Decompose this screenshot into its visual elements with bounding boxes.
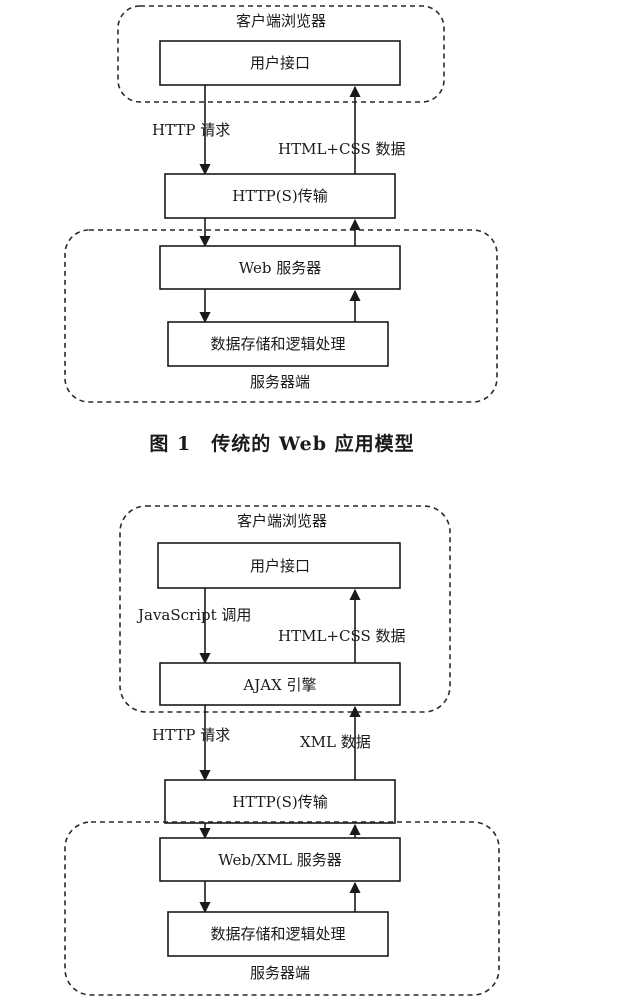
http-request-label-1: HTTP 请求 bbox=[152, 121, 230, 139]
figure-1: 客户端浏览器 用户接口 HTTP 请求 HTML+CSS 数据 HTTP(S)传… bbox=[64, 5, 498, 455]
user-interface-box-2 bbox=[157, 542, 401, 589]
user-interface-label-1: 用户接口 bbox=[250, 54, 310, 72]
web-server-box-1 bbox=[159, 245, 401, 290]
client-browser-group-2 bbox=[119, 505, 451, 713]
server-group-2 bbox=[64, 821, 500, 996]
ajax-engine-box-2 bbox=[159, 662, 401, 706]
transport-label-2: HTTP(S)传输 bbox=[232, 793, 327, 811]
storage-logic-box-1 bbox=[167, 321, 389, 367]
user-interface-label-2: 用户接口 bbox=[250, 557, 310, 575]
html-css-data-label-2: HTML+CSS 数据 bbox=[278, 627, 406, 645]
server-group-1 bbox=[64, 229, 498, 403]
web-server-label-1: Web 服务器 bbox=[239, 259, 321, 277]
transport-box-2 bbox=[164, 779, 396, 824]
storage-logic-label-1: 数据存储和逻辑处理 bbox=[210, 335, 345, 353]
js-call-label-2: JavaScript 调用 bbox=[136, 606, 251, 624]
ajax-engine-label-2: AJAX 引擎 bbox=[242, 676, 316, 694]
storage-logic-box-2 bbox=[167, 911, 389, 957]
figure-caption: 图 1 传统的 Web 应用模型 bbox=[149, 432, 414, 455]
figure-2: 客户端浏览器 用户接口 JavaScript 调用 HTML+CSS 数据 AJ… bbox=[64, 505, 500, 996]
client-browser-group-1 bbox=[117, 5, 445, 103]
client-browser-label-1: 客户端浏览器 bbox=[236, 12, 326, 30]
storage-logic-label-2: 数据存储和逻辑处理 bbox=[210, 925, 345, 943]
web-xml-server-label-2: Web/XML 服务器 bbox=[218, 851, 342, 869]
web-xml-server-box-2 bbox=[159, 837, 401, 882]
server-group-label-1: 服务器端 bbox=[250, 373, 310, 391]
server-group-label-2: 服务器端 bbox=[250, 964, 310, 982]
transport-label-1: HTTP(S)传输 bbox=[232, 187, 327, 205]
xml-data-label-2: XML 数据 bbox=[300, 733, 371, 751]
transport-box-1 bbox=[164, 173, 396, 219]
client-browser-label-2: 客户端浏览器 bbox=[237, 512, 327, 530]
html-css-data-label-1: HTML+CSS 数据 bbox=[278, 140, 406, 158]
http-request-label-2: HTTP 请求 bbox=[152, 726, 230, 744]
user-interface-box-1 bbox=[159, 40, 401, 86]
